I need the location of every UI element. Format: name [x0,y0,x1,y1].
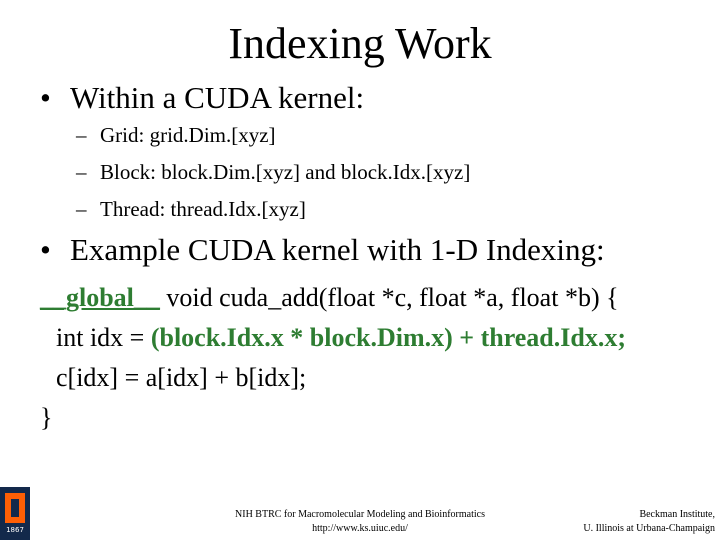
footer-right: Beckman Institute, U. Illinois at Urbana… [560,508,715,536]
bullet-example-kernel: • Example CUDA kernel with 1-D Indexing: [40,232,605,268]
code-index-prefix: int idx = [56,323,151,352]
dash-icon: – [76,160,87,184]
code-line-close-brace: } [40,403,53,432]
sub-bullet-text: Grid: grid.Dim.[xyz] [100,123,276,147]
sub-bullet-block: –Block: block.Dim.[xyz] and block.Idx.[x… [76,159,470,185]
logo-year: 1867 [6,526,24,534]
code-signature: void cuda_add(float *c, float *a, float … [159,283,619,312]
block-i-icon [5,493,25,523]
dash-icon: – [76,197,87,221]
dash-icon: – [76,123,87,147]
code-index-expression: (block.Idx.x * block.Dim.x) + thread.Idx… [150,323,627,352]
bullet-text: Within a CUDA kernel: [70,80,365,115]
sub-bullet-thread: –Thread: thread.Idx.[xyz] [76,196,306,222]
bullet-text: Example CUDA kernel with 1-D Indexing: [70,232,605,267]
code-global-keyword: __global__ [40,283,160,312]
footer-university: U. Illinois at Urbana-Champaign [583,523,715,534]
footer-institute: Beckman Institute, [639,509,715,520]
sub-bullet-text: Thread: thread.Idx.[xyz] [100,197,306,221]
sub-bullet-text: Block: block.Dim.[xyz] and block.Idx.[xy… [100,160,471,184]
code-line-index: int idx = (block.Idx.x * block.Dim.x) + … [56,322,626,354]
slide-title: Indexing Work [228,19,492,68]
bullet-dot-icon: • [40,80,51,115]
footer-organization: NIH BTRC for Macromolecular Modeling and… [235,509,485,520]
footer-center: NIH BTRC for Macromolecular Modeling and… [225,508,495,536]
university-logo: 1867 [0,487,30,540]
footer-url: http://www.ks.uiuc.edu/ [312,523,408,534]
code-line-add: c[idx] = a[idx] + b[idx]; [56,363,307,392]
code-line-signature: __global__ void cuda_add(float *c, float… [40,282,619,314]
bullet-dot-icon: • [40,232,51,267]
bullet-cuda-kernel: • Within a CUDA kernel: [40,80,364,116]
sub-bullet-grid: –Grid: grid.Dim.[xyz] [76,122,276,148]
